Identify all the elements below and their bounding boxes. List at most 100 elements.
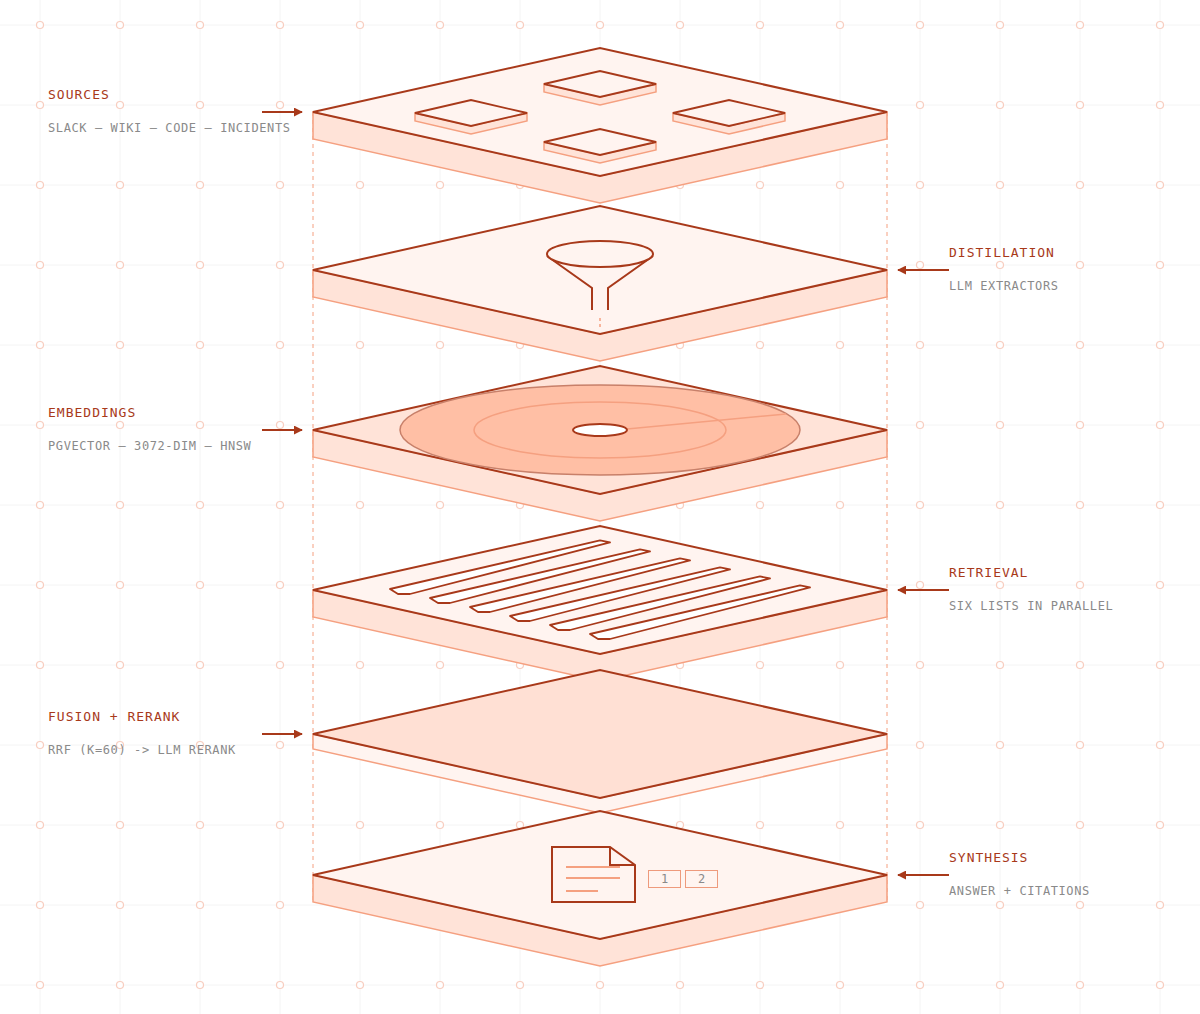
grid-dot bbox=[597, 22, 604, 29]
grid-dot bbox=[917, 422, 924, 429]
grid-dot bbox=[837, 502, 844, 509]
grid-dot bbox=[277, 742, 284, 749]
layer-node: SYNTHESISANSWER + CITATIONS12 bbox=[0, 845, 1200, 905]
grid-dot bbox=[37, 182, 44, 189]
grid-dot bbox=[197, 342, 204, 349]
grid-dot bbox=[1157, 422, 1164, 429]
grid-dot bbox=[1157, 22, 1164, 29]
grid-dot bbox=[1157, 342, 1164, 349]
layer-title: EMBEDDINGS bbox=[48, 405, 136, 421]
funnel-icon bbox=[547, 241, 653, 328]
plate-top bbox=[313, 670, 887, 798]
grid-dot bbox=[1077, 102, 1084, 109]
grid-dot bbox=[757, 22, 764, 29]
layer-subtitle: PGVECTOR – 3072-DIM – HNSW bbox=[48, 438, 251, 454]
plate-top bbox=[313, 811, 887, 939]
source-tile bbox=[673, 100, 785, 134]
result-bar bbox=[590, 585, 810, 639]
result-lists bbox=[390, 540, 810, 639]
layer-node: FUSION + RERANKRRF (K=60) -> LLM RERANK bbox=[0, 704, 1200, 764]
grid-dot bbox=[917, 342, 924, 349]
layer-title: SOURCES bbox=[48, 87, 110, 103]
grid-dot bbox=[37, 262, 44, 269]
grid-dot bbox=[677, 22, 684, 29]
grid-dot bbox=[757, 182, 764, 189]
grid-dot bbox=[837, 182, 844, 189]
tile-top bbox=[544, 129, 656, 155]
layer-details bbox=[390, 71, 810, 902]
tile-top bbox=[415, 100, 527, 126]
grid-dot bbox=[997, 982, 1004, 989]
citation-number: 2 bbox=[698, 872, 705, 886]
layer-plate bbox=[313, 670, 887, 813]
document-fold bbox=[610, 847, 635, 865]
grid-dot bbox=[197, 182, 204, 189]
grid-dot bbox=[917, 982, 924, 989]
layer-node: EMBEDDINGS PGVECTOR – 3072-DIM – HNSW bbox=[0, 400, 1200, 460]
grid-dot bbox=[197, 902, 204, 909]
grid-dot bbox=[917, 662, 924, 669]
layer-plates bbox=[313, 48, 887, 966]
grid-dot bbox=[517, 982, 524, 989]
grid-dot bbox=[37, 342, 44, 349]
grid-dot bbox=[437, 822, 444, 829]
layer-title: RETRIEVAL bbox=[949, 565, 1028, 581]
grid-dot bbox=[917, 22, 924, 29]
pointer-arrow bbox=[898, 269, 949, 271]
grid-dot bbox=[1157, 102, 1164, 109]
grid-dot bbox=[117, 662, 124, 669]
disc-hub bbox=[573, 424, 627, 436]
layer-subtitle: SLACK – WIKI – CODE – INCIDENTS bbox=[48, 120, 291, 136]
grid-dot bbox=[197, 502, 204, 509]
document-lines bbox=[566, 867, 620, 891]
grid-dot bbox=[357, 822, 364, 829]
grid-dot bbox=[357, 22, 364, 29]
grid-dot bbox=[197, 582, 204, 589]
grid-dot bbox=[197, 422, 204, 429]
grid-dot bbox=[997, 262, 1004, 269]
grid-dot bbox=[277, 502, 284, 509]
grid-dot bbox=[997, 422, 1004, 429]
grid-dot bbox=[437, 182, 444, 189]
grid-dot bbox=[1077, 982, 1084, 989]
grid-dot bbox=[1077, 902, 1084, 909]
plate-top bbox=[313, 526, 887, 654]
grid-dot bbox=[277, 902, 284, 909]
funnel-rim bbox=[547, 241, 653, 267]
citation-box: 1 bbox=[648, 870, 681, 888]
grid-dot bbox=[757, 822, 764, 829]
grid-dot bbox=[277, 582, 284, 589]
grid-dot bbox=[277, 182, 284, 189]
grid-dot bbox=[997, 342, 1004, 349]
grid-dot bbox=[837, 982, 844, 989]
grid-dot bbox=[117, 902, 124, 909]
grid-dot bbox=[117, 422, 124, 429]
layer-subtitle: ANSWER + CITATIONS bbox=[949, 883, 1090, 899]
layer-node: SOURCES SLACK – WIKI – CODE – INCIDENTS bbox=[0, 82, 1200, 142]
pointer-arrow bbox=[262, 429, 302, 431]
grid-dot bbox=[37, 102, 44, 109]
layer-plate bbox=[313, 48, 887, 203]
grid-dot bbox=[37, 902, 44, 909]
grid-dot bbox=[757, 982, 764, 989]
guide-line bbox=[887, 112, 888, 900]
grid-dot bbox=[357, 982, 364, 989]
grid-dot bbox=[837, 342, 844, 349]
grid-dot bbox=[117, 182, 124, 189]
grid-dot bbox=[197, 22, 204, 29]
grid-dot bbox=[677, 982, 684, 989]
grid-dot bbox=[117, 822, 124, 829]
grid-dot bbox=[1157, 662, 1164, 669]
grid-dot bbox=[837, 822, 844, 829]
grid-dot bbox=[1077, 502, 1084, 509]
grid-dot bbox=[277, 982, 284, 989]
grid-dot bbox=[277, 822, 284, 829]
grid-dot bbox=[437, 502, 444, 509]
grid-dot bbox=[1157, 742, 1164, 749]
grid-dot bbox=[277, 262, 284, 269]
grid-dot bbox=[1157, 902, 1164, 909]
grid-dot bbox=[1157, 262, 1164, 269]
layer-plate bbox=[313, 206, 887, 361]
layer-subtitle: RRF (K=60) -> LLM RERANK bbox=[48, 742, 236, 758]
grid-dot bbox=[37, 982, 44, 989]
